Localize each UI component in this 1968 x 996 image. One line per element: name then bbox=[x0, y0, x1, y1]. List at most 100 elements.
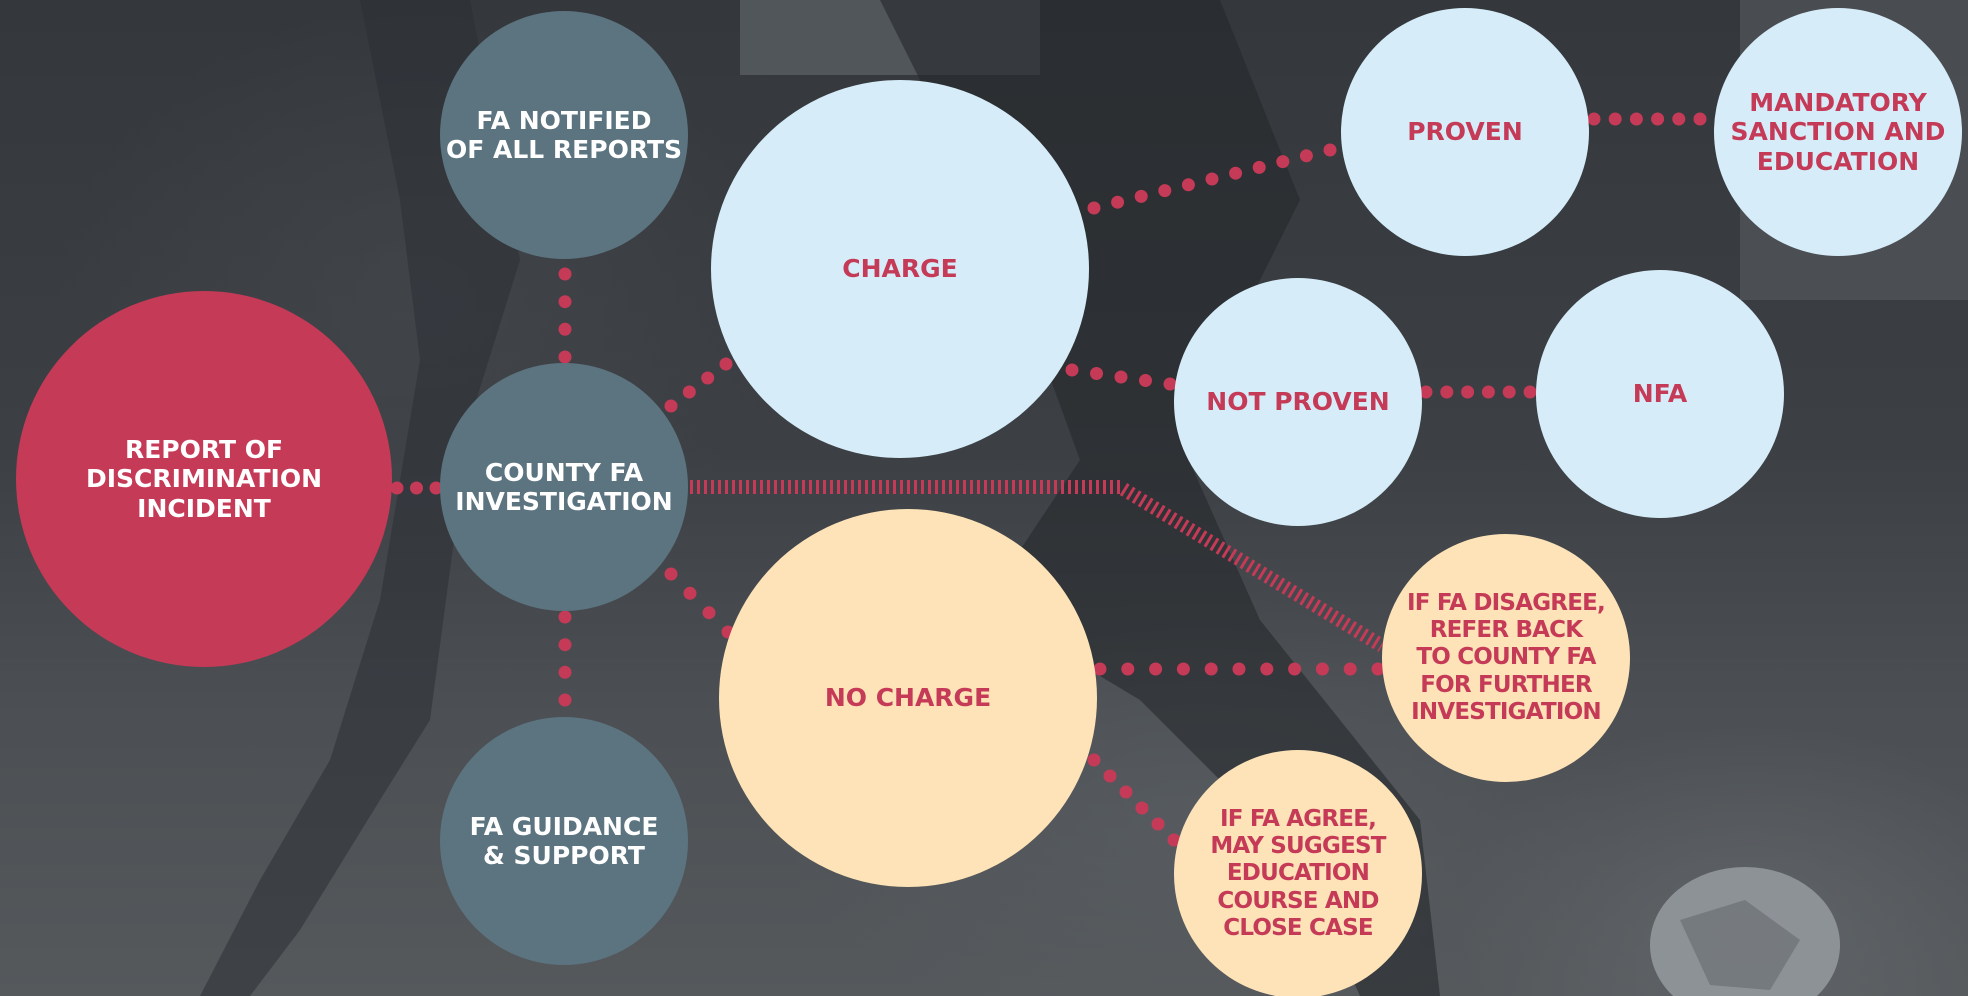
node-report-label: REPORT OF DISCRIMINATION INCIDENT bbox=[86, 434, 322, 523]
connector-proven-mandatory-dot bbox=[1629, 112, 1643, 126]
node-proven-label: PROVEN bbox=[1407, 117, 1523, 147]
node-report: REPORT OF DISCRIMINATION INCIDENT bbox=[16, 291, 392, 667]
connector-notified-county-dot bbox=[558, 267, 572, 281]
connector-nocharge-agree-dot bbox=[1103, 769, 1117, 783]
connector-notproven-nfa-dot bbox=[1502, 385, 1516, 399]
connector-county-nocharge bbox=[664, 567, 735, 639]
connector-nocharge-disagree-dot bbox=[1204, 662, 1218, 676]
connector-notproven-nfa-dot bbox=[1419, 385, 1433, 399]
connector-charge-proven-dot bbox=[1229, 166, 1243, 180]
connector-nocharge-disagree-dot bbox=[1121, 662, 1135, 676]
connector-report-county-dot bbox=[410, 481, 423, 495]
connector-nocharge-disagree-dot bbox=[1315, 662, 1329, 676]
connector-nocharge-disagree-dot bbox=[1093, 662, 1107, 676]
connector-nocharge-agree-dot bbox=[1135, 801, 1149, 815]
connector-nocharge-disagree-dot bbox=[1176, 662, 1190, 676]
connector-county-nocharge-dot bbox=[683, 586, 697, 600]
connector-notproven-nfa-dot bbox=[1461, 385, 1475, 399]
connector-notproven-nfa-dot bbox=[1481, 385, 1495, 399]
connector-report-county-dot bbox=[390, 481, 404, 495]
node-no-charge: NO CHARGE bbox=[719, 509, 1097, 887]
connector-notproven-nfa-dot bbox=[1440, 385, 1454, 399]
connector-charge-notproven-dot bbox=[1163, 377, 1177, 391]
connector-county-guidance-dot bbox=[558, 610, 572, 624]
node-county-investigation: COUNTY FA INVESTIGATION bbox=[440, 363, 688, 611]
connector-charge-notproven-dot bbox=[1114, 370, 1128, 384]
connector-county-charge-dot bbox=[701, 371, 715, 385]
connector-county-guidance-dot bbox=[558, 638, 572, 652]
connector-charge-proven-dot bbox=[1181, 178, 1195, 192]
connector-nocharge-disagree bbox=[1093, 662, 1385, 676]
connector-county-disagree bbox=[690, 480, 1386, 652]
connector-charge-proven-dot bbox=[1205, 172, 1219, 186]
connector-notproven-nfa bbox=[1419, 385, 1537, 399]
node-fa-guidance: FA GUIDANCE & SUPPORT bbox=[440, 717, 688, 965]
connector-charge-proven-dot bbox=[1087, 201, 1101, 215]
connector-charge-proven-dot bbox=[1158, 184, 1172, 198]
connector-report-county bbox=[390, 481, 443, 495]
node-fa-notified: FA NOTIFIED OF ALL REPORTS bbox=[440, 11, 688, 259]
connector-nocharge-disagree-dot bbox=[1149, 662, 1163, 676]
node-fa-agree-label: IF FA AGREE, MAY SUGGEST EDUCATION COURS… bbox=[1210, 806, 1386, 941]
connector-charge-proven-dot bbox=[1299, 149, 1313, 163]
connector-proven-mandatory-dot bbox=[1587, 112, 1601, 126]
connector-county-charge-dot bbox=[682, 385, 696, 399]
node-fa-disagree: IF FA DISAGREE, REFER BACK TO COUNTY FA … bbox=[1382, 534, 1630, 782]
node-charge: CHARGE bbox=[711, 80, 1089, 458]
connector-charge-proven-dot bbox=[1111, 195, 1125, 209]
connector-notified-county-dot bbox=[558, 295, 572, 309]
connector-charge-proven-dot bbox=[1252, 160, 1266, 174]
connector-charge-proven-dot bbox=[1323, 143, 1337, 157]
connector-nocharge-disagree-dot bbox=[1232, 662, 1246, 676]
node-county-investigation-label: COUNTY FA INVESTIGATION bbox=[455, 457, 673, 517]
connector-proven-mandatory bbox=[1587, 112, 1707, 126]
connector-nocharge-agree-dot bbox=[1087, 753, 1101, 767]
connector-county-charge-dot bbox=[719, 357, 733, 371]
connector-proven-mandatory-dot bbox=[1651, 112, 1665, 126]
connector-nocharge-disagree-dot bbox=[1288, 662, 1302, 676]
connector-county-charge bbox=[664, 357, 733, 413]
connector-charge-proven-dot bbox=[1134, 189, 1148, 203]
connector-nocharge-disagree-dot bbox=[1371, 662, 1385, 676]
connector-county-charge-dot bbox=[664, 399, 678, 413]
node-not-proven-label: NOT PROVEN bbox=[1206, 387, 1390, 417]
connector-county-nocharge-dot bbox=[664, 567, 678, 581]
node-fa-agree: IF FA AGREE, MAY SUGGEST EDUCATION COURS… bbox=[1174, 750, 1422, 996]
connector-notproven-nfa-dot bbox=[1523, 385, 1537, 399]
connector-nocharge-disagree-dot bbox=[1343, 662, 1357, 676]
node-nfa-label: NFA bbox=[1632, 379, 1688, 409]
node-not-proven: NOT PROVEN bbox=[1174, 278, 1422, 526]
node-no-charge-label: NO CHARGE bbox=[824, 683, 992, 713]
connector-nocharge-disagree-dot bbox=[1260, 662, 1274, 676]
node-mandatory-sanction: MANDATORY SANCTION AND EDUCATION bbox=[1714, 8, 1962, 256]
connector-proven-mandatory-dot bbox=[1693, 112, 1707, 126]
connector-report-county-dot bbox=[429, 481, 443, 495]
node-proven: PROVEN bbox=[1341, 8, 1589, 256]
connector-charge-proven-dot bbox=[1276, 155, 1290, 169]
node-mandatory-sanction-label: MANDATORY SANCTION AND EDUCATION bbox=[1730, 87, 1946, 176]
node-fa-guidance-label: FA GUIDANCE & SUPPORT bbox=[469, 811, 659, 871]
connector-notified-county bbox=[558, 267, 572, 364]
connector-county-nocharge-dot bbox=[702, 606, 716, 620]
connector-charge-notproven bbox=[1065, 363, 1177, 391]
connector-nocharge-agree-dot bbox=[1151, 817, 1165, 831]
node-fa-disagree-label: IF FA DISAGREE, REFER BACK TO COUNTY FA … bbox=[1407, 590, 1606, 725]
connector-county-guidance bbox=[558, 610, 572, 707]
connector-notified-county-dot bbox=[558, 350, 572, 364]
connector-proven-mandatory-dot bbox=[1672, 112, 1686, 126]
connector-nocharge-agree-dot bbox=[1119, 785, 1133, 799]
node-charge-label: CHARGE bbox=[842, 254, 958, 284]
connector-charge-proven bbox=[1087, 143, 1337, 215]
connector-county-guidance-dot bbox=[558, 693, 572, 707]
connector-charge-notproven-dot bbox=[1065, 363, 1079, 377]
connector-proven-mandatory-dot bbox=[1608, 112, 1622, 126]
connector-charge-notproven-dot bbox=[1139, 374, 1152, 387]
connector-county-guidance-dot bbox=[558, 665, 572, 679]
node-fa-notified-label: FA NOTIFIED OF ALL REPORTS bbox=[445, 105, 683, 165]
connector-notified-county-dot bbox=[558, 322, 572, 336]
node-nfa: NFA bbox=[1536, 270, 1784, 518]
connector-nocharge-agree bbox=[1087, 753, 1181, 847]
connector-charge-notproven-dot bbox=[1090, 367, 1103, 380]
